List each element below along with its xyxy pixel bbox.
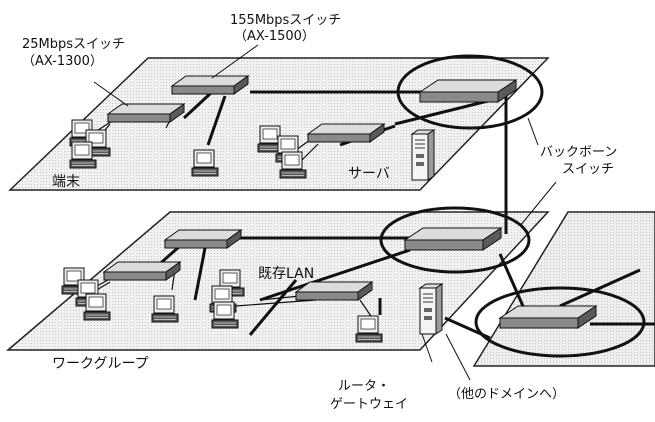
switch-other-domain bbox=[500, 306, 596, 328]
label-25-switch-model: （AX-1300） bbox=[22, 54, 103, 69]
label-other-domain: （他のドメインへ） bbox=[448, 387, 565, 402]
label-25-switch-name: 25Mbpsスイッチ bbox=[22, 37, 125, 52]
server-top bbox=[412, 130, 434, 180]
switch-25-bottom-left bbox=[104, 262, 180, 280]
backbone-switch-top bbox=[420, 80, 516, 102]
switch-25-top bbox=[108, 104, 184, 122]
label-backbone-1: バックボーン bbox=[540, 145, 617, 160]
label-existing-lan: 既存LAN bbox=[258, 266, 314, 282]
terminal-bottom-4 bbox=[152, 296, 178, 322]
switch-25-bottom-center bbox=[296, 282, 372, 300]
label-server: サーバ bbox=[348, 166, 390, 182]
label-workgroup: ワークグループ bbox=[52, 356, 149, 372]
backbone-switch-bottom bbox=[405, 228, 501, 250]
terminal-top-3 bbox=[70, 142, 96, 168]
switch-155-bottom bbox=[165, 230, 241, 248]
label-155-switch-model: （AX-1500） bbox=[234, 29, 315, 44]
terminal-top-7 bbox=[280, 152, 306, 178]
terminal-bottom-8 bbox=[356, 316, 382, 342]
switch-25-top-right bbox=[308, 124, 384, 142]
label-router-2: ゲートウェイ bbox=[330, 397, 408, 412]
label-155-switch-name: 155Mbpsスイッチ bbox=[230, 13, 341, 28]
label-router-1: ルータ・ bbox=[338, 379, 390, 394]
terminal-bottom-3 bbox=[84, 294, 110, 320]
label-terminal: 端末 bbox=[52, 174, 80, 190]
router-gateway-tower bbox=[420, 284, 442, 334]
label-backbone-2: スイッチ bbox=[562, 162, 614, 177]
terminal-top-4 bbox=[192, 150, 218, 176]
terminal-bottom-7 bbox=[212, 302, 238, 328]
switch-155-top bbox=[172, 76, 248, 94]
